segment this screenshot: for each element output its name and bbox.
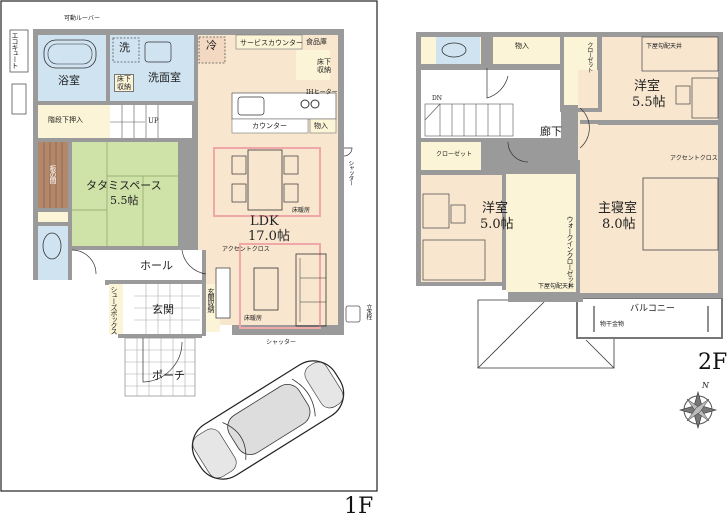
- desk-a: [691, 77, 719, 119]
- service-counter: [235, 34, 303, 50]
- label-hall: ホール: [140, 259, 173, 272]
- closet-left: [421, 142, 481, 172]
- label-storage-2f: 物入: [515, 42, 529, 50]
- label-pantry: 食品庫: [306, 38, 327, 46]
- western-b-floor: [421, 175, 503, 282]
- pantry-storage: [296, 50, 330, 80]
- tokonoma-floor: [38, 142, 68, 208]
- wash-basin: [144, 41, 172, 63]
- label-underfloor-kitchen: 床下収納: [317, 58, 331, 75]
- compass-rose-icon: [678, 390, 718, 430]
- label-sloped-ceiling-b: 下屋勾配天井: [538, 283, 575, 290]
- label-shoe-box: シューズボックス: [110, 286, 119, 334]
- hall-floor: [72, 250, 206, 280]
- washer: [112, 37, 140, 63]
- car-outline: [191, 360, 345, 480]
- eco-cute-unit: [9, 29, 29, 73]
- label-ldk-size: 17.0帖: [248, 229, 290, 244]
- master-bed: [642, 177, 719, 251]
- label-stairs-dn: DN: [432, 95, 443, 102]
- kitchen-sink: [237, 96, 265, 116]
- genkan-floor: [122, 284, 202, 334]
- label-shutter-bottom: シャッター: [266, 339, 297, 346]
- label-floor-heating-dining: 床暖房: [292, 207, 311, 214]
- label-entrance: 玄関: [152, 303, 174, 316]
- label-sloped-ceiling-a: 下屋勾配天井: [646, 43, 683, 50]
- label-floor-heating-living: 床暖房: [244, 315, 263, 322]
- label-storage-1f: 物入: [314, 122, 328, 130]
- sofa: [295, 253, 327, 327]
- label-underfloor-wash: 床下収納: [114, 74, 134, 93]
- label-eco-cute: エコキュート: [11, 32, 20, 68]
- living-table: [253, 267, 279, 311]
- label-western-a-name: 洋室: [634, 79, 661, 94]
- label-washer: 洗: [119, 41, 130, 54]
- label-stairs-up: UP: [148, 117, 159, 125]
- label-ldk-name: LDK: [250, 214, 279, 229]
- western-a-floor: [598, 37, 718, 121]
- tatami-floor: [72, 142, 178, 246]
- floor-heating-dining: [213, 147, 321, 217]
- bed-a: [641, 36, 719, 72]
- label-fridge: 冷: [206, 39, 217, 52]
- label-closet-left: クローゼット: [436, 151, 473, 158]
- dining-table: [247, 149, 283, 211]
- label-tokonoma: 板の間: [49, 165, 58, 183]
- label-accent-cloth-1f: アクセントクロス: [222, 246, 270, 253]
- label-tatami-name: タタミスペース: [86, 179, 162, 192]
- water-tap: [345, 305, 361, 323]
- label-bathroom: 浴室: [58, 74, 80, 87]
- label-louver: 可動ルーバー: [64, 15, 100, 22]
- site-boundary: [0, 0, 378, 492]
- label-porch: ポーチ: [152, 369, 185, 382]
- label-water-tap: 立水栓: [364, 304, 372, 319]
- label-counter: カウンター: [252, 122, 287, 130]
- label-hallway: 廊下: [540, 125, 562, 138]
- master-floor: [580, 125, 718, 293]
- toilet: [42, 232, 62, 260]
- label-western-b-size: 5.0帖: [480, 217, 514, 232]
- fridge: [198, 36, 226, 64]
- label-entrance-storage: 玄関収納: [207, 288, 216, 312]
- label-washroom: 洗面室: [148, 71, 181, 84]
- tv-board: [215, 267, 231, 319]
- label-drying-hardware: 物干金物: [600, 321, 625, 328]
- label-shutter-side: シャッター: [346, 160, 354, 185]
- label-western-b-name: 洋室: [482, 201, 509, 216]
- shoe-box: [109, 284, 123, 334]
- label-under-stair-storage: 階段下押入: [48, 116, 83, 124]
- under-stair-storage: [38, 105, 110, 138]
- label-master-size: 8.0帖: [602, 217, 636, 232]
- stair-1f: [110, 105, 192, 138]
- walkin-closet-floor: [506, 174, 576, 292]
- label-accent-cloth-2f: アクセントクロス: [670, 155, 718, 162]
- desk-b: [422, 193, 450, 229]
- floor-heating-living: [239, 243, 321, 329]
- label-ih-heater: IHヒーター: [306, 89, 338, 96]
- label-balcony: バルコニー: [630, 304, 675, 314]
- label-tatami-size: 5.5帖: [110, 194, 139, 207]
- label-service-counter: サービスカウンター: [240, 39, 303, 47]
- label-western-a-size: 5.5帖: [632, 95, 666, 110]
- label-master-name: 主寝室: [598, 201, 638, 216]
- floor-label-1f: 1F: [344, 494, 374, 519]
- label-walkin-closet: ウォークインクローゼット: [566, 216, 574, 288]
- outdoor-unit: [11, 83, 27, 115]
- bed-b: [422, 239, 486, 281]
- compass-north-label: N: [702, 381, 709, 390]
- storage-2f: [493, 37, 569, 65]
- bathtub: [43, 39, 97, 69]
- porch-tiles: [124, 284, 200, 397]
- floor-label-2f: 2F: [698, 350, 728, 375]
- label-closet-top: クローゼット: [585, 42, 593, 72]
